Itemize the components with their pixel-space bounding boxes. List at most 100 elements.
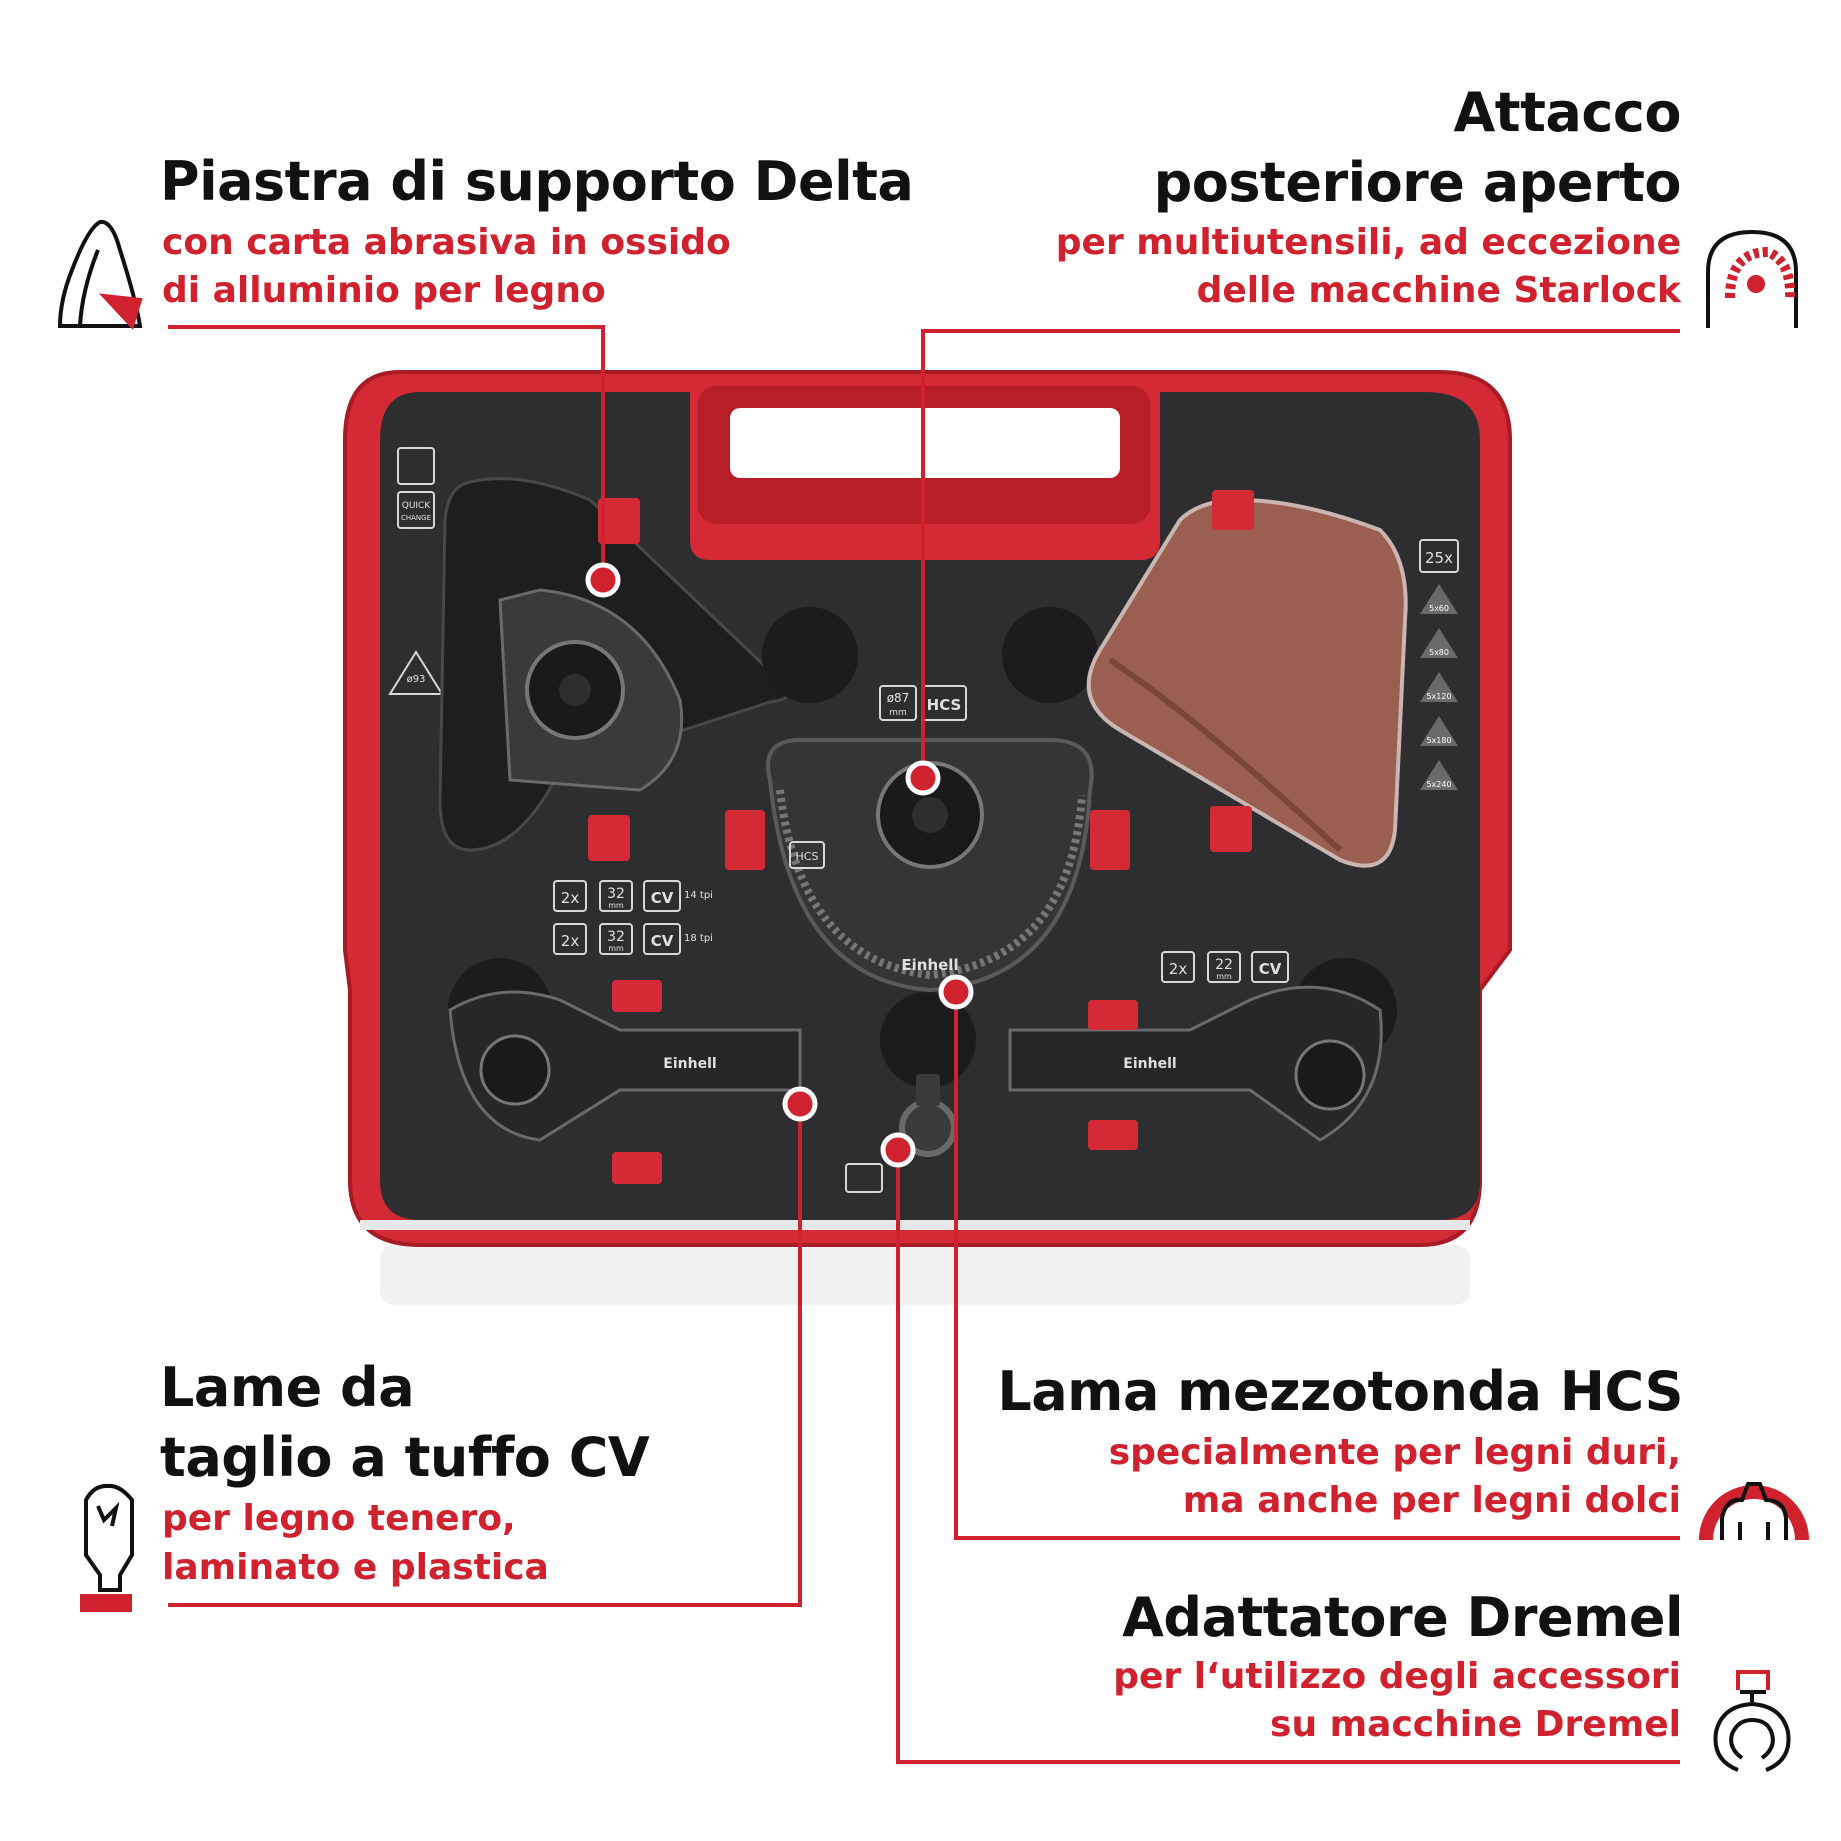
attacco-sub-line2: delle macchine Starlock [1196,270,1681,311]
plunge-blade-right [1008,985,1383,1142]
marker-delta [585,562,621,598]
delta-sub-line1: con carta abrasiva in ossido [162,222,731,263]
grit-label: 5x180 [1426,736,1451,745]
blade-clip-lower-left-top [612,980,662,1012]
grit-badge [1420,672,1458,702]
qty-label: 2x [561,932,580,950]
blade-clip-left [725,810,765,870]
segment-blade-icon [1699,1482,1809,1541]
qty-box [553,880,587,912]
plunge-blade-labels-22mm: 2x 22 mm CV [1161,951,1289,983]
plunge-blade-labels-18tpi: 2x 32 mm CV 18 tpi [553,923,713,955]
sandpaper-stack [1086,497,1408,868]
qty-box [1161,951,1195,983]
grit-badges: 5x60 5x80 5x120 5x180 5x240 [1420,584,1458,790]
grit-label: 5x240 [1426,780,1451,789]
delta-size-badge [388,650,444,695]
adapter-recess [880,992,976,1088]
leader-line-attacco [921,329,1680,778]
delta-plate-icon [57,219,143,330]
lame-title-line1: Lame da [160,1356,415,1419]
attacco-sub-line1: per multiutensili, ad eccezione [1055,222,1681,263]
width-box [599,923,633,955]
brand-label-center: Einhell [901,956,958,974]
attacco-title-line2: posteriore aperto [1153,151,1682,214]
qty-box [553,923,587,955]
width-label: 22 [1215,957,1233,973]
hcs-mark-left [789,841,825,869]
quick-change-box [397,491,435,529]
blade-clip-lower-left-bottom [612,1152,662,1184]
tool-mark-icon [397,447,435,485]
plate-clip-top [598,498,640,544]
cv-box [643,880,681,912]
leader-line-lame [168,1104,802,1607]
qty-label: 2x [1169,960,1188,978]
plate-clip-bottom [588,815,630,861]
grit-label: 5x120 [1426,692,1451,701]
marker-dremel [880,1132,916,1168]
width-box [1207,951,1241,983]
plunge-blade-labels-14tpi: 2x 32 mm CV 14 tpi [553,880,713,912]
delta-sub-line2: di alluminio per legno [162,270,606,311]
sheet-count-box [1419,539,1459,573]
marker-lama [938,974,974,1010]
leader-line-dremel [896,1150,1680,1764]
tray-recess-2 [1002,607,1098,703]
hcs-mark-label: HCS [796,850,819,863]
grit-badge [1420,584,1458,614]
lama-title: Lama mezzotonda HCS [997,1360,1683,1423]
brand-label-left: Einhell [663,1056,716,1072]
blade-clip-lower-right-bottom [1088,1120,1138,1150]
sandpaper-clip-bottom [1210,806,1252,852]
lame-sub-line2: laminato e plastica [162,1547,549,1588]
open-mount-icon [1706,229,1798,328]
cv-box [643,923,681,955]
quick-change-line2: CHANGE [401,514,431,522]
delta-title: Piastra di supporto Delta [160,150,914,213]
width-unit: mm [608,944,624,953]
width-label: 32 [607,929,625,945]
delta-size-label: ø93 [407,674,426,685]
segment-size-box [879,685,917,721]
attacco-title-line1: Attacco [1453,81,1682,144]
cv-label: CV [1259,960,1282,978]
plunge-blade-icon [80,1483,134,1612]
grit-badge [1420,628,1458,658]
blade-mount-lower-left [479,1034,551,1106]
qty-label: 2x [561,889,580,907]
leader-line-delta [168,325,605,580]
grit-badge [1420,716,1458,746]
blade-mount-lower-right [1294,1039,1366,1111]
lame-title-line2: taglio a tuffo CV [160,1426,650,1489]
sandpaper-layer [1108,657,1343,853]
sandpaper-clip-top [1212,490,1254,530]
width-unit: mm [608,901,624,910]
grit-badge [1420,760,1458,790]
tpi-label: 18 tpi [684,933,713,944]
adapter-mark [845,1163,883,1193]
lama-sub-line1: specialmente per legni duri, [1108,1432,1681,1473]
lama-sub-line2: ma anche per legni dolci [1182,1480,1681,1521]
dremel-sub-line1: per l‘utilizzo degli accessori [1113,1656,1681,1697]
segment-size-unit: mm [889,708,907,718]
cv-box [1251,951,1289,983]
hcs-label: HCS [927,696,962,714]
blade-clip-right [1090,810,1130,870]
dremel-adapter-stem [916,1074,940,1106]
blade-clip-lower-right-top [1088,1000,1138,1030]
width-box [599,880,633,912]
plunge-blade-left [448,990,802,1142]
case-reflection [380,1245,1470,1305]
dremel-title: Adattatore Dremel [1122,1586,1683,1649]
leader-line-lama [954,992,1680,1540]
marker-attacco [905,760,941,796]
cv-label: CV [651,889,674,907]
width-label: 32 [607,886,625,902]
lame-sub-line1: per legno tenero, [162,1498,516,1539]
tray-recess-1 [762,607,858,703]
tpi-label: 14 tpi [684,890,713,901]
segment-size-label: ø87 [887,691,910,705]
blade-mount-hole-center [912,797,948,833]
